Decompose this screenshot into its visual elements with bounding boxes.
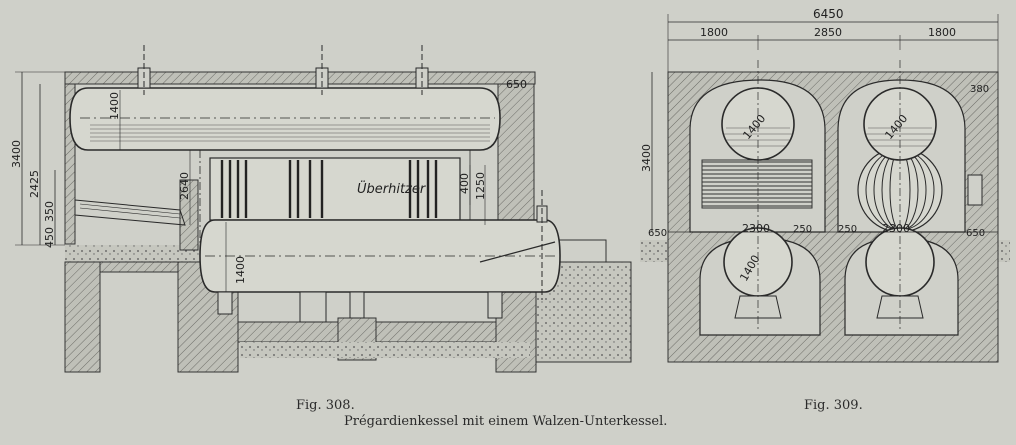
- fig309-dim-2850: 2850: [814, 26, 842, 39]
- fig309-dim-1800-left: 1800: [700, 26, 728, 39]
- fig309-dim-2300-left: 2300: [742, 222, 770, 235]
- main-caption: Prégardienkessel mit einem Walzen-Unterk…: [344, 414, 668, 429]
- fig308-dim-2425: 2425: [28, 170, 41, 198]
- fig308-right-wall: [497, 83, 535, 245]
- fig308-dim-350: 350: [43, 201, 56, 222]
- fig308-caption: Fig. 308.: [296, 398, 355, 413]
- fig309-dim-2300-right: 2300: [882, 222, 910, 235]
- fig309-dim-650-left: 650: [648, 228, 667, 239]
- fig309-dim-6450: 6450: [813, 7, 844, 21]
- fig308-drawing: [15, 45, 632, 373]
- fig309-dim-650-right: 650: [966, 228, 985, 239]
- fig308-upper-drum: [69, 87, 501, 151]
- fig308-dim-650: 650: [506, 78, 527, 91]
- fig309-dim-1800-right: 1800: [928, 26, 956, 39]
- fig308-dim-400: 400: [458, 173, 471, 194]
- fig308-dim-1400-bottom: 1400: [234, 256, 247, 284]
- fig309-dim-380: 380: [970, 84, 989, 95]
- fig309-drawing: [640, 14, 1010, 363]
- fig308-dim-450: 450: [43, 227, 56, 248]
- fig309-caption: Fig. 309.: [804, 398, 863, 413]
- fig308-foundation-left: [64, 261, 101, 373]
- fig308-dim-1250: 1250: [474, 172, 487, 200]
- fig308-superheater-label: Überhitzer: [357, 180, 427, 197]
- fig308-dim-3400: 3400: [10, 140, 23, 168]
- fig309-dim-250-left: 250: [793, 224, 812, 235]
- fig309-dim-3400: 3400: [640, 144, 653, 172]
- fig308-left-wall: [64, 83, 76, 245]
- fig308-dim-2640: 2640: [178, 172, 191, 200]
- fig308-dim-1400-top: 1400: [108, 92, 121, 120]
- fig309-dim-250-right: 250: [838, 224, 857, 235]
- fig308-roof-wall: [64, 71, 536, 85]
- fig309-tube-bank: [701, 159, 813, 209]
